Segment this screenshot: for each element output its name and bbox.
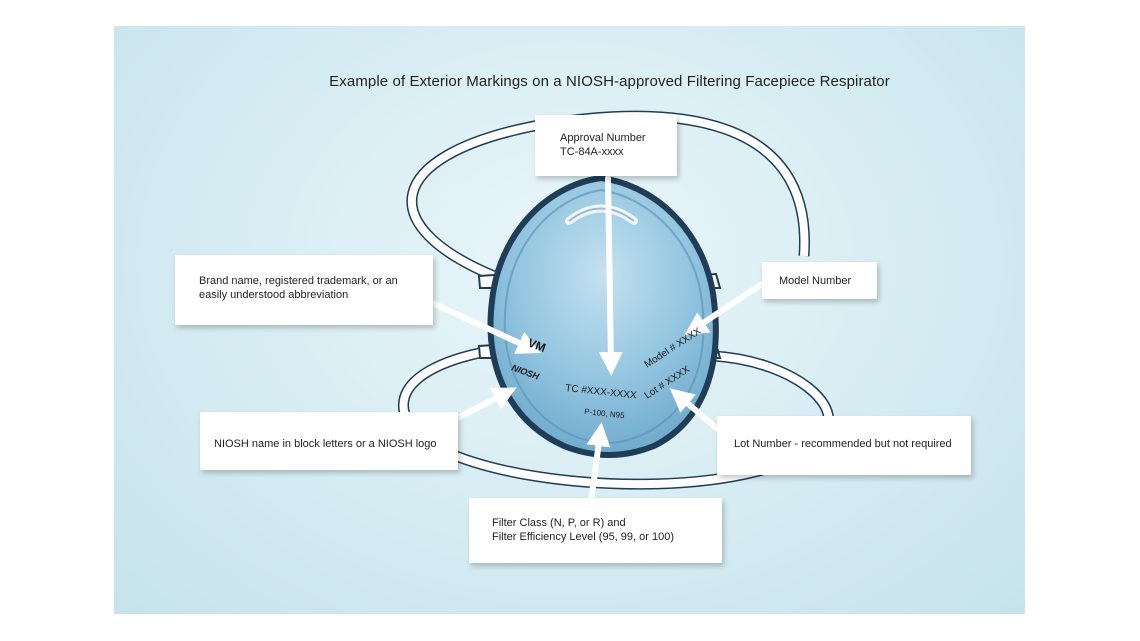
mask-filter-text: P-100, N95 xyxy=(584,407,626,420)
diagram-panel: VM NIOSH TC #XXX-XXXX P-100, N95 Model #… xyxy=(114,26,1025,614)
diagram-title: Example of Exterior Markings on a NIOSH-… xyxy=(329,73,890,90)
lot-number-label: Lot Number - recommended but not require… xyxy=(734,438,952,450)
mask-brand-text: VM xyxy=(526,336,548,355)
filter-class-line-2: Filter Efficiency Level (95, 99, or 100) xyxy=(492,531,674,543)
mask-body xyxy=(487,174,719,458)
niosh-name-label: NIOSH name in block letters or a NIOSH l… xyxy=(214,438,437,450)
brand-arrow xyxy=(423,297,541,354)
approval-number-format: TC-84A-xxxx xyxy=(560,146,624,158)
brand-name-line-1: Brand name, registered trademark, or an xyxy=(199,275,398,287)
callout-arrows xyxy=(423,175,768,505)
approval-number-callout: Approval Number TC-84A-xxxx xyxy=(535,115,677,176)
lot-number-callout: Lot Number - recommended but not require… xyxy=(717,416,971,475)
niosh-name-callout: NIOSH name in block letters or a NIOSH l… xyxy=(200,412,458,470)
respirator-illustration: VM NIOSH TC #XXX-XXXX P-100, N95 Model #… xyxy=(398,110,835,505)
model-number-label: Model Number xyxy=(779,275,852,287)
brand-name-callout: Brand name, registered trademark, or an … xyxy=(175,255,433,325)
approval-arrow xyxy=(598,175,623,376)
model-number-callout: Model Number xyxy=(762,262,877,299)
filter-arrow xyxy=(586,422,611,505)
brand-name-line-2: easily understood abbreviation xyxy=(199,289,349,301)
approval-number-label: Approval Number xyxy=(560,132,646,144)
filter-class-line-1: Filter Class (N, P, or R) and xyxy=(492,517,626,529)
model-arrow xyxy=(683,279,768,336)
filter-class-callout: Filter Class (N, P, or R) and Filter Eff… xyxy=(469,498,722,563)
lot-arrow xyxy=(669,388,723,434)
